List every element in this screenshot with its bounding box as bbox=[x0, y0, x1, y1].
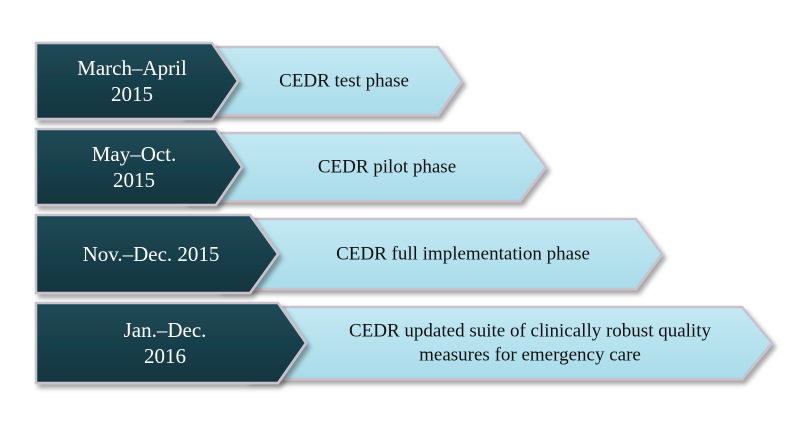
phase-description-label-line-1: CEDR test phase bbox=[279, 71, 409, 92]
phase-row-2: May–Oct.2015 CEDR pilot phase bbox=[34, 127, 548, 207]
phase-date-label-line-1: Jan.–Dec. bbox=[124, 318, 207, 342]
phase-row-3: Nov.–Dec. 2015 CEDR full implementation p… bbox=[34, 213, 664, 295]
phase-date-arrow bbox=[34, 41, 240, 121]
phase-date-arrow bbox=[34, 127, 244, 207]
phase-row-4: Jan.–Dec.2016 CEDR updated suite of clini… bbox=[34, 301, 774, 385]
phase-date-arrow bbox=[34, 213, 280, 295]
phase-description-label-line-1: CEDR pilot phase bbox=[318, 157, 456, 178]
phase-date-arrow bbox=[34, 301, 308, 385]
phase-description-label-line-1: CEDR full implementation phase bbox=[336, 244, 590, 265]
phase-description-label-line-2: measures for emergency care bbox=[419, 345, 641, 366]
phase-date-label-line-2: 2015 bbox=[111, 82, 153, 106]
phase-date-label-line-1: March–April bbox=[77, 56, 187, 80]
phase-date-label-line-1: Nov.–Dec. 2015 bbox=[83, 242, 220, 266]
phase-date-label-line-2: 2015 bbox=[113, 168, 155, 192]
phase-date-label-line-1: May–Oct. bbox=[92, 142, 177, 166]
phase-description-arrow bbox=[245, 305, 774, 381]
phase-date-label-line-2: 2016 bbox=[144, 344, 186, 368]
phase-description-label-line-1: CEDR updated suite of clinically robust … bbox=[349, 321, 711, 342]
